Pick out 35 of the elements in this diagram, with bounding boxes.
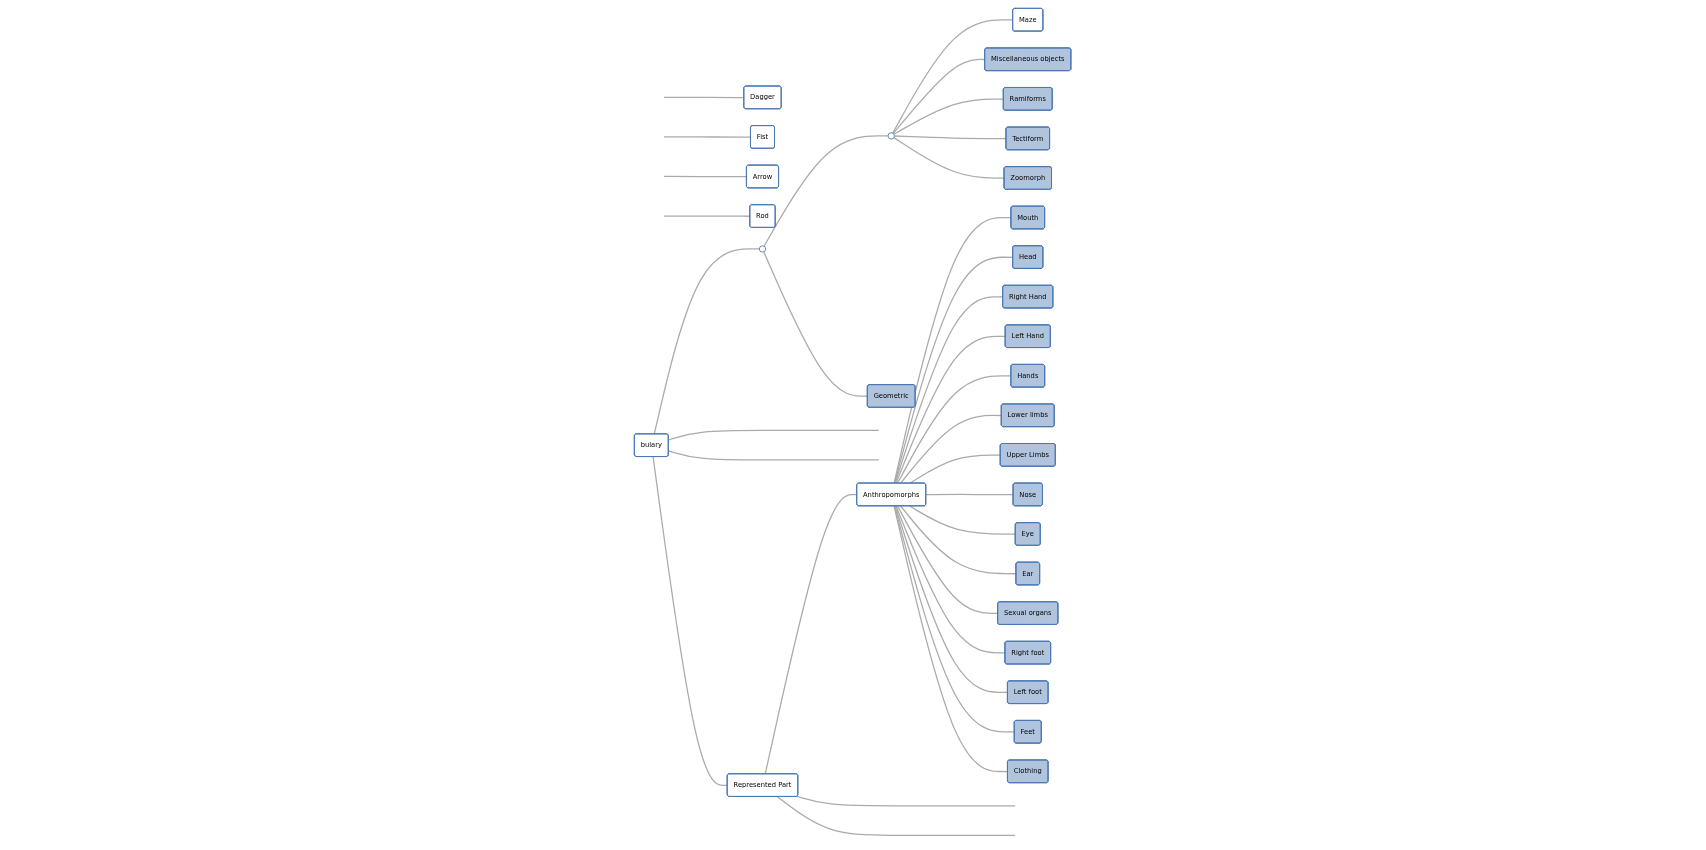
connector bbox=[895, 335, 1007, 484]
connector bbox=[894, 256, 1014, 484]
connector bbox=[909, 505, 1017, 535]
connector bbox=[653, 248, 761, 435]
connector bbox=[894, 296, 1004, 484]
node-circle bbox=[759, 245, 767, 253]
connector bbox=[765, 494, 858, 775]
connector bbox=[894, 505, 1009, 694]
connector bbox=[893, 58, 986, 135]
connector bbox=[895, 505, 1007, 654]
connector bbox=[663, 136, 752, 138]
connector bbox=[663, 96, 745, 99]
connector bbox=[796, 795, 1017, 807]
connector bbox=[668, 429, 880, 441]
connector bbox=[652, 456, 729, 786]
node-circle bbox=[888, 132, 896, 140]
connector bbox=[900, 414, 1003, 484]
connector bbox=[900, 505, 1018, 575]
connector bbox=[668, 450, 880, 461]
connector bbox=[892, 19, 1014, 134]
connector bbox=[925, 493, 1015, 496]
connector bbox=[893, 217, 1013, 484]
connector bbox=[663, 175, 748, 178]
connector bbox=[777, 796, 1017, 836]
connector bbox=[894, 135, 1008, 140]
connector bbox=[893, 137, 1006, 179]
connector bbox=[897, 375, 1013, 484]
connector bbox=[897, 505, 999, 614]
connector bbox=[663, 215, 751, 217]
connector bbox=[763, 135, 890, 247]
connector bbox=[763, 251, 869, 397]
connector bbox=[893, 98, 1005, 135]
connector bbox=[893, 505, 1009, 773]
connector bbox=[894, 505, 1016, 733]
connector bbox=[909, 454, 1002, 484]
